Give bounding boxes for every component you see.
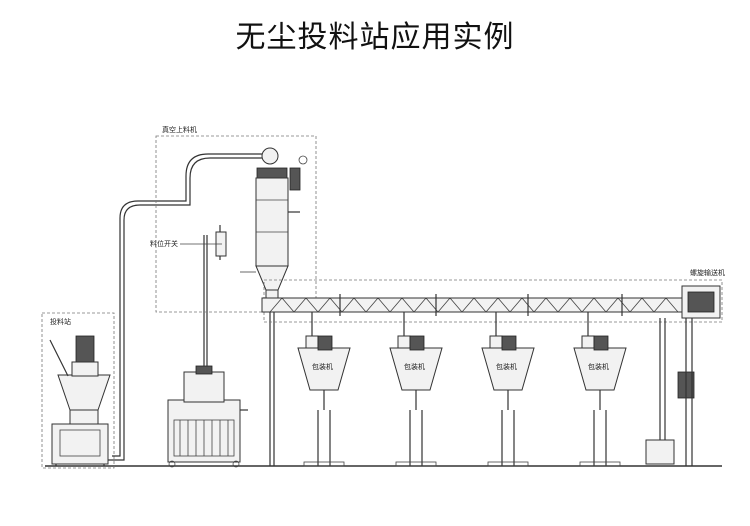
screw-conveyor-label: 螺旋输送机: [690, 268, 725, 277]
page-title: 无尘投料站应用实例: [235, 20, 515, 55]
feeding-station-label: 投料站: [50, 317, 71, 326]
vacuum-loader-label: 真空上料机: [162, 125, 197, 134]
level-switch-label: 料位开关: [150, 239, 178, 248]
packing-machine-3: 包装机: [481, 312, 535, 467]
vacuum-pump-unit: [167, 365, 248, 468]
packing-machine-2-label: 包装机: [404, 362, 425, 371]
packing-machine-4: 包装机: [573, 312, 627, 467]
feeding-station: 投料站: [41, 312, 115, 469]
vacuum-loader: 真空上料机: [155, 125, 317, 466]
vacuum-conveying-pipe: [108, 157, 262, 461]
packing-machine-2: 包装机: [389, 312, 443, 467]
screw-conveyor: 螺旋输送机: [261, 268, 725, 466]
packing-machine-1-label: 包装机: [312, 362, 333, 371]
packing-machine-1: 包装机: [297, 312, 351, 467]
packing-machine-4-label: 包装机: [588, 362, 609, 371]
packing-machine-3-label: 包装机: [496, 362, 517, 371]
